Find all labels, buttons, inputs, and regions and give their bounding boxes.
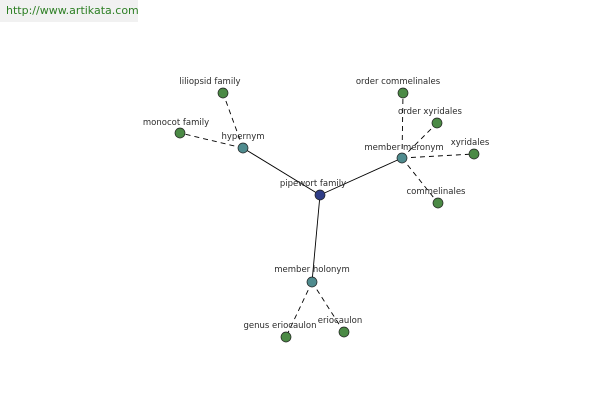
label-xyridales[interactable]: xyridales	[451, 138, 490, 148]
edge-member-holonym-genus-eriocaulon	[285, 281, 313, 338]
label-order-xyridales[interactable]: order xyridales	[398, 107, 462, 117]
node-hypernym[interactable]	[237, 142, 249, 154]
node-pipewort[interactable]	[314, 189, 326, 201]
edge-hypernym-liliopsid-family	[222, 92, 244, 149]
node-xyridales[interactable]	[468, 148, 480, 160]
node-eriocaulon[interactable]	[338, 326, 350, 338]
edge-center-member-meronym	[319, 157, 403, 196]
edge-hypernym-monocot-family	[179, 132, 244, 149]
graph-edges	[179, 92, 475, 338]
label-monocot-family[interactable]: monocot family	[143, 118, 209, 128]
node-member-meronym[interactable]	[396, 152, 408, 164]
edge-member-meronym-order-commelinales	[401, 92, 404, 159]
node-order-commelinales[interactable]	[397, 87, 409, 99]
edge-member-meronym-xyridales	[401, 153, 475, 159]
watermark-banner: http://www.artikata.com	[0, 0, 139, 22]
label-genus-eriocaulon[interactable]: genus eriocaulon	[243, 321, 316, 331]
edge-center-hypernym	[242, 147, 321, 196]
node-liliopsid-family[interactable]	[217, 87, 229, 99]
graph-nodes	[174, 87, 480, 343]
edge-member-meronym-commelinales	[401, 157, 439, 204]
label-hypernym[interactable]: hypernym	[221, 132, 264, 142]
node-order-xyridales[interactable]	[431, 117, 443, 129]
label-pipewort[interactable]: pipewort family	[280, 179, 346, 189]
node-member-holonym[interactable]	[306, 276, 318, 288]
watermark-link[interactable]: http://www.artikata.com	[6, 4, 139, 17]
node-monocot-family[interactable]	[174, 127, 186, 139]
label-member-meronym[interactable]: member meronym	[364, 143, 443, 153]
label-order-commelinales[interactable]: order commelinales	[356, 77, 441, 87]
edge-member-holonym-eriocaulon	[311, 281, 345, 333]
label-liliopsid-family[interactable]: liliopsid family	[179, 77, 240, 87]
label-commelinales[interactable]: commelinales	[406, 187, 466, 197]
graph-labels: liliopsid family monocot family order comm…	[143, 77, 490, 331]
node-commelinales[interactable]	[432, 197, 444, 209]
node-genus-eriocaulon[interactable]	[280, 331, 292, 343]
edge-center-member-holonym	[311, 194, 321, 283]
label-member-holonym[interactable]: member holonym	[274, 265, 349, 275]
label-eriocaulon[interactable]: eriocaulon	[318, 316, 363, 326]
